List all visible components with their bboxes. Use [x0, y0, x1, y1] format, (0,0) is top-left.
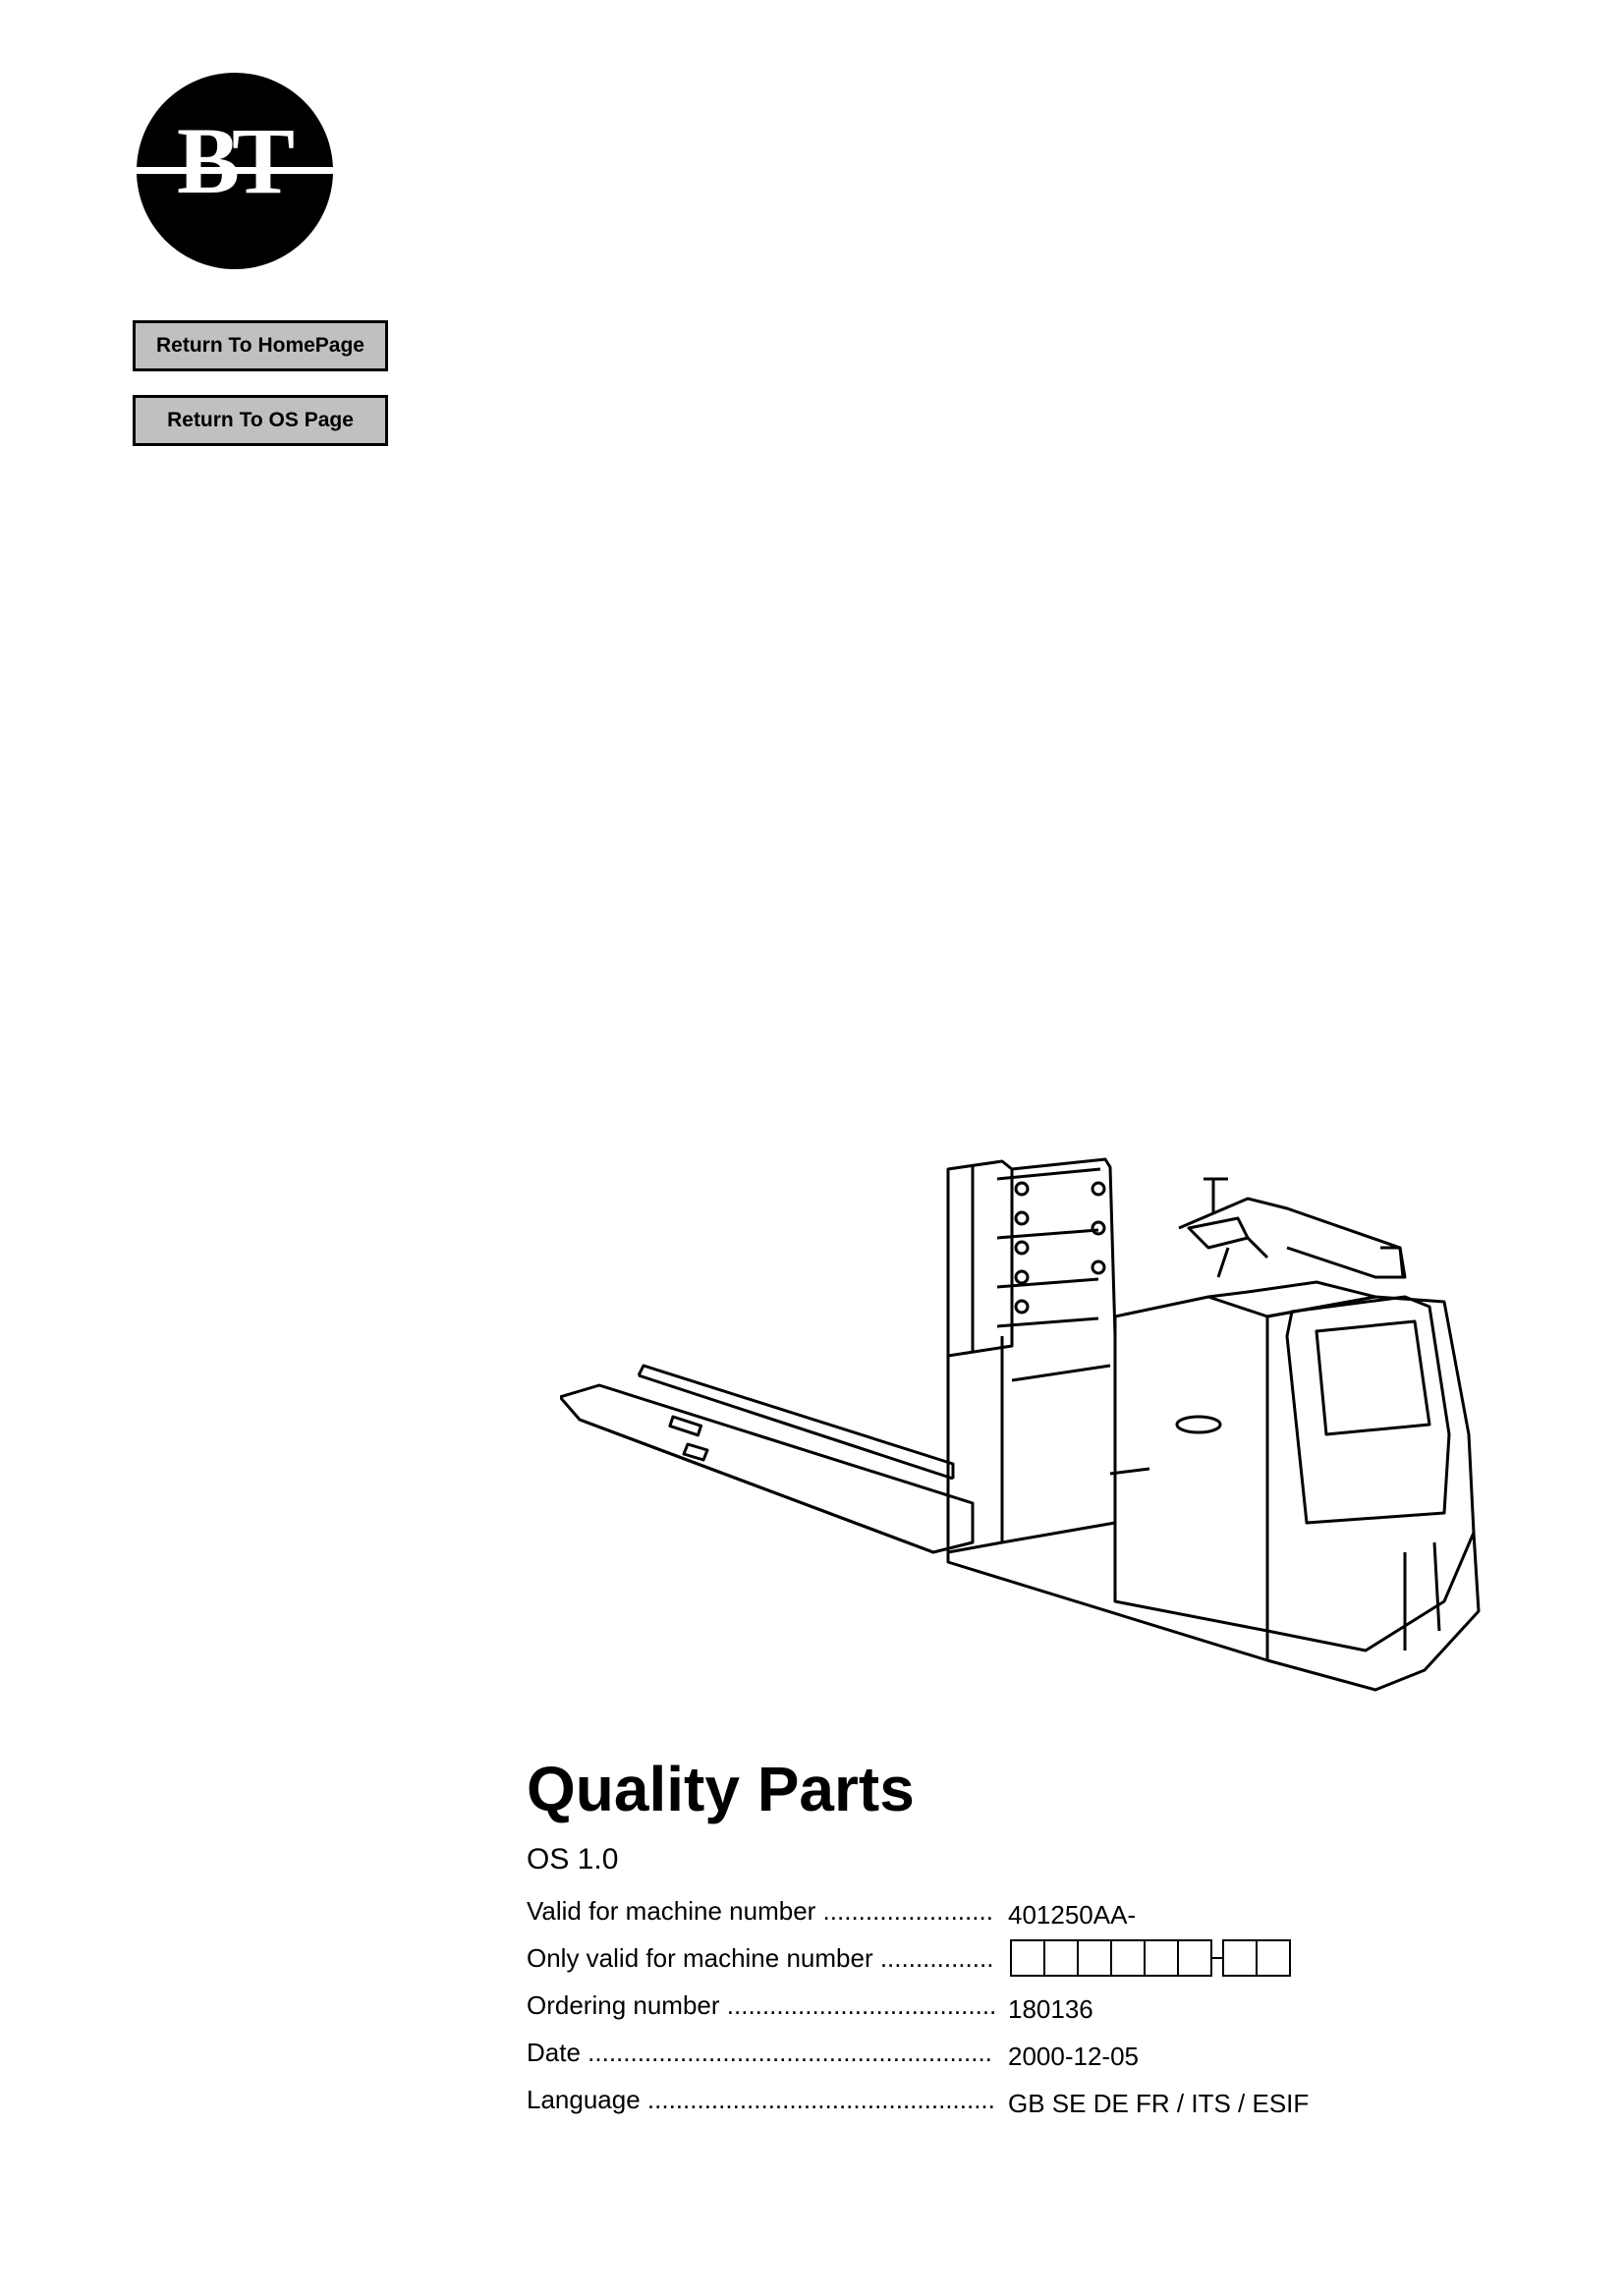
info-row-only-valid-machine: Only valid for machine number — [527, 1939, 1411, 1990]
digit-box — [1010, 1939, 1045, 1977]
return-to-os-page-button[interactable]: Return To OS Page — [133, 395, 388, 446]
info-label: Only valid for machine number — [527, 1943, 994, 1974]
svg-text:BT: BT — [177, 108, 294, 213]
digit-box — [1077, 1939, 1112, 1977]
info-row-date: Date 2000-12-05 — [527, 2038, 1411, 2085]
document-title: Quality Parts — [527, 1754, 915, 1824]
digit-box — [1177, 1939, 1212, 1977]
info-row-valid-machine: Valid for machine number 401250AA- — [527, 1896, 1411, 1943]
info-label: Ordering number — [527, 1990, 994, 2021]
info-row-language: Language GB SE DE FR / ITS / ESIF — [527, 2085, 1411, 2132]
document-subtitle: OS 1.0 — [527, 1843, 619, 1875]
box-separator — [1212, 1957, 1224, 1959]
document-info-table: Valid for machine number 401250AA- Only … — [527, 1896, 1411, 2132]
digit-box — [1043, 1939, 1079, 1977]
digit-box — [1144, 1939, 1179, 1977]
info-label: Date — [527, 2038, 994, 2068]
digit-box — [1256, 1939, 1291, 1977]
digit-box — [1222, 1939, 1258, 1977]
info-label: Valid for machine number — [527, 1896, 994, 1927]
digit-box — [1110, 1939, 1146, 1977]
return-to-homepage-button[interactable]: Return To HomePage — [133, 320, 388, 371]
info-value: GB SE DE FR / ITS / ESIF — [1008, 2089, 1310, 2118]
info-value: 401250AA- — [1008, 1900, 1137, 1930]
info-value: 2000-12-05 — [1008, 2042, 1139, 2071]
info-label: Language — [527, 2085, 994, 2115]
info-value: 180136 — [1008, 1994, 1093, 2024]
info-row-ordering-number: Ordering number 180136 — [527, 1990, 1411, 2038]
bt-logo: BT — [134, 73, 336, 269]
pallet-truck-illustration — [560, 1157, 1481, 1692]
machine-number-boxes — [1010, 1939, 1291, 1977]
